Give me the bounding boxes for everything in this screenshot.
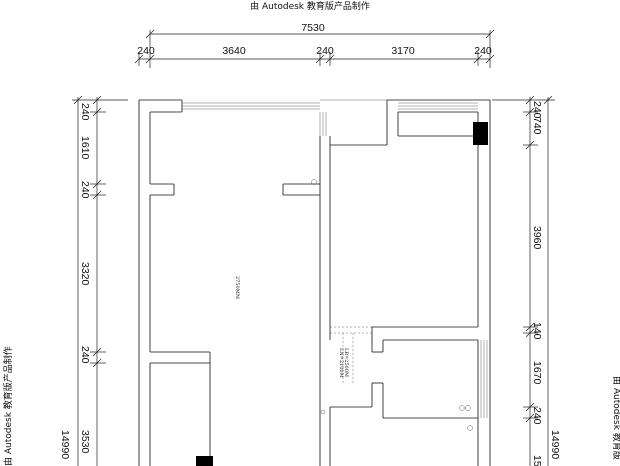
dim-top-4: 3170 bbox=[391, 45, 415, 57]
note-beam-2: LN=2100M bbox=[338, 348, 344, 378]
left-dimension-chain: 240 1610 240 3320 240 3530 14990 bbox=[59, 95, 128, 466]
dim-left-3: 240 bbox=[79, 181, 91, 199]
dim-left-5: 240 bbox=[79, 346, 91, 364]
dim-right-3: 3960 bbox=[531, 226, 543, 250]
dim-left-2: 1610 bbox=[79, 136, 91, 160]
drain-icon bbox=[459, 405, 465, 411]
column-bottom-left bbox=[196, 456, 213, 466]
walls bbox=[138, 99, 491, 466]
dim-left-4: 3320 bbox=[79, 262, 91, 286]
dim-left-1: 240 bbox=[79, 103, 91, 121]
dim-right-1: 240 bbox=[531, 101, 543, 119]
dim-top-2: 3640 bbox=[222, 45, 246, 57]
dim-top-3: 240 bbox=[316, 45, 334, 57]
drain-icon bbox=[465, 405, 471, 411]
windows bbox=[182, 99, 488, 418]
note-beam-1: LB=2500M bbox=[343, 348, 349, 377]
dim-top-5: 240 bbox=[474, 45, 492, 57]
watermark-left: 由 Autodesk 教育版产品制作 bbox=[2, 346, 14, 466]
right-dimension-chain: 240 740 3960 140 1670 240 15 14990 bbox=[492, 95, 561, 466]
dim-top-overall: 7530 bbox=[301, 22, 325, 34]
dim-right-5: 1670 bbox=[531, 361, 543, 385]
watermark-right: 由 Autodesk 教育版 bbox=[611, 376, 620, 460]
note-room-height: 2750MM bbox=[234, 276, 240, 299]
dim-left-overall: 14990 bbox=[59, 430, 71, 459]
drain-icon bbox=[467, 425, 473, 431]
dim-top-1: 240 bbox=[137, 45, 155, 57]
dim-right-overall: 14990 bbox=[549, 430, 561, 459]
dim-right-2: 740 bbox=[531, 117, 543, 135]
drain-icon bbox=[311, 179, 317, 185]
column-top-right bbox=[473, 122, 488, 145]
dim-right-7: 15 bbox=[531, 455, 543, 466]
watermark-top: 由 Autodesk 教育版产品制作 bbox=[250, 0, 370, 12]
dim-right-6: 240 bbox=[531, 407, 543, 425]
top-dimension-chain: 7530 240 3640 240 3170 240 bbox=[134, 22, 495, 68]
dim-left-6: 3530 bbox=[79, 430, 91, 454]
drain-icon bbox=[320, 409, 326, 415]
dim-right-4: 140 bbox=[531, 322, 543, 340]
